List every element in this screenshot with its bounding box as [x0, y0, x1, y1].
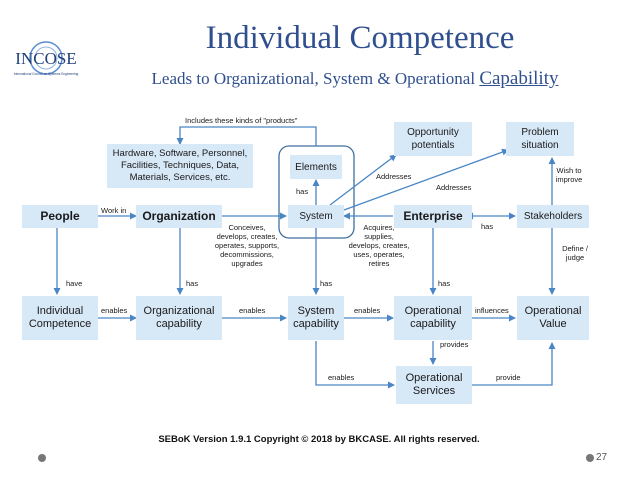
- includes-products-arrow: [176, 126, 317, 146]
- system-box: System: [288, 205, 344, 228]
- svg-text:International Council on Syste: International Council on Systems Enginee…: [14, 72, 79, 76]
- subtitle-emphasis: Capability: [479, 68, 559, 89]
- conceives-label: Conceives, develops, creates, operates, …: [214, 223, 280, 268]
- enables-3-label: enables: [354, 306, 381, 315]
- addresses-1-label: Addresses: [376, 172, 412, 181]
- enables-4-arrow: [315, 341, 395, 389]
- provides-label: provides: [440, 340, 469, 349]
- provide-label: provide: [496, 373, 521, 382]
- have-label: have: [66, 279, 83, 288]
- op-capability-box: Operational capability: [394, 296, 472, 340]
- left-slide-dot: [38, 454, 46, 462]
- copyright-footer: SEBoK Version 1.9.1 Copyright © 2018 by …: [158, 434, 480, 445]
- incose-logo: INCOSE International Council on Systems …: [6, 40, 86, 80]
- enables-2-label: enables: [239, 306, 266, 315]
- wish-label: Wish to improve: [555, 166, 583, 184]
- subtitle-prefix: Leads to Organizational, System & Operat…: [151, 69, 480, 88]
- acquires-label: Acquires, supplies, develops, creates, u…: [348, 223, 410, 268]
- svg-text:INCOSE: INCOSE: [15, 49, 76, 68]
- enables-4-label: enables: [328, 373, 355, 382]
- has-stakeholders-label: has: [481, 222, 494, 231]
- has-org-label: has: [186, 279, 199, 288]
- addresses-opportunity-arrow: [329, 154, 397, 206]
- provide-arrow: [472, 342, 556, 386]
- page-number: 27: [596, 452, 608, 463]
- org-capability-box: Organizational capability: [136, 296, 222, 340]
- enables-1-label: enables: [101, 306, 128, 315]
- stakeholders-box: Stakeholders: [517, 205, 589, 228]
- has-elements-label: has: [296, 187, 309, 196]
- work-in-label: Work in: [101, 206, 127, 215]
- enterprise-box: Enterprise: [394, 205, 472, 228]
- addresses-problem-arrow: [343, 148, 509, 211]
- has-ent-label: has: [438, 279, 451, 288]
- page-subtitle: Leads to Organizational, System & Operat…: [110, 68, 600, 90]
- individual-competence-box: Individual Competence: [22, 296, 98, 340]
- organization-box: Organization: [136, 205, 222, 228]
- problem-box: Problem situation: [506, 122, 574, 156]
- influences-label: influences: [475, 306, 509, 315]
- opportunity-box: Opportunity potentials: [394, 122, 472, 156]
- includes-label: Includes these kinds of "products": [185, 116, 298, 125]
- addresses-2-label: Addresses: [436, 183, 472, 192]
- op-services-box: Operational Services: [396, 366, 472, 404]
- op-value-box: Operational Value: [517, 296, 589, 340]
- has-sys-label: has: [320, 279, 333, 288]
- elements-box: Elements: [290, 155, 342, 179]
- system-capability-box: System capability: [288, 296, 344, 340]
- people-box: People: [22, 205, 98, 228]
- right-slide-dot: [586, 454, 594, 462]
- page-title: Individual Competence: [205, 20, 515, 56]
- products-box: Hardware, Software, Personnel, Facilitie…: [107, 144, 253, 188]
- define-label: Define / judge: [562, 244, 588, 262]
